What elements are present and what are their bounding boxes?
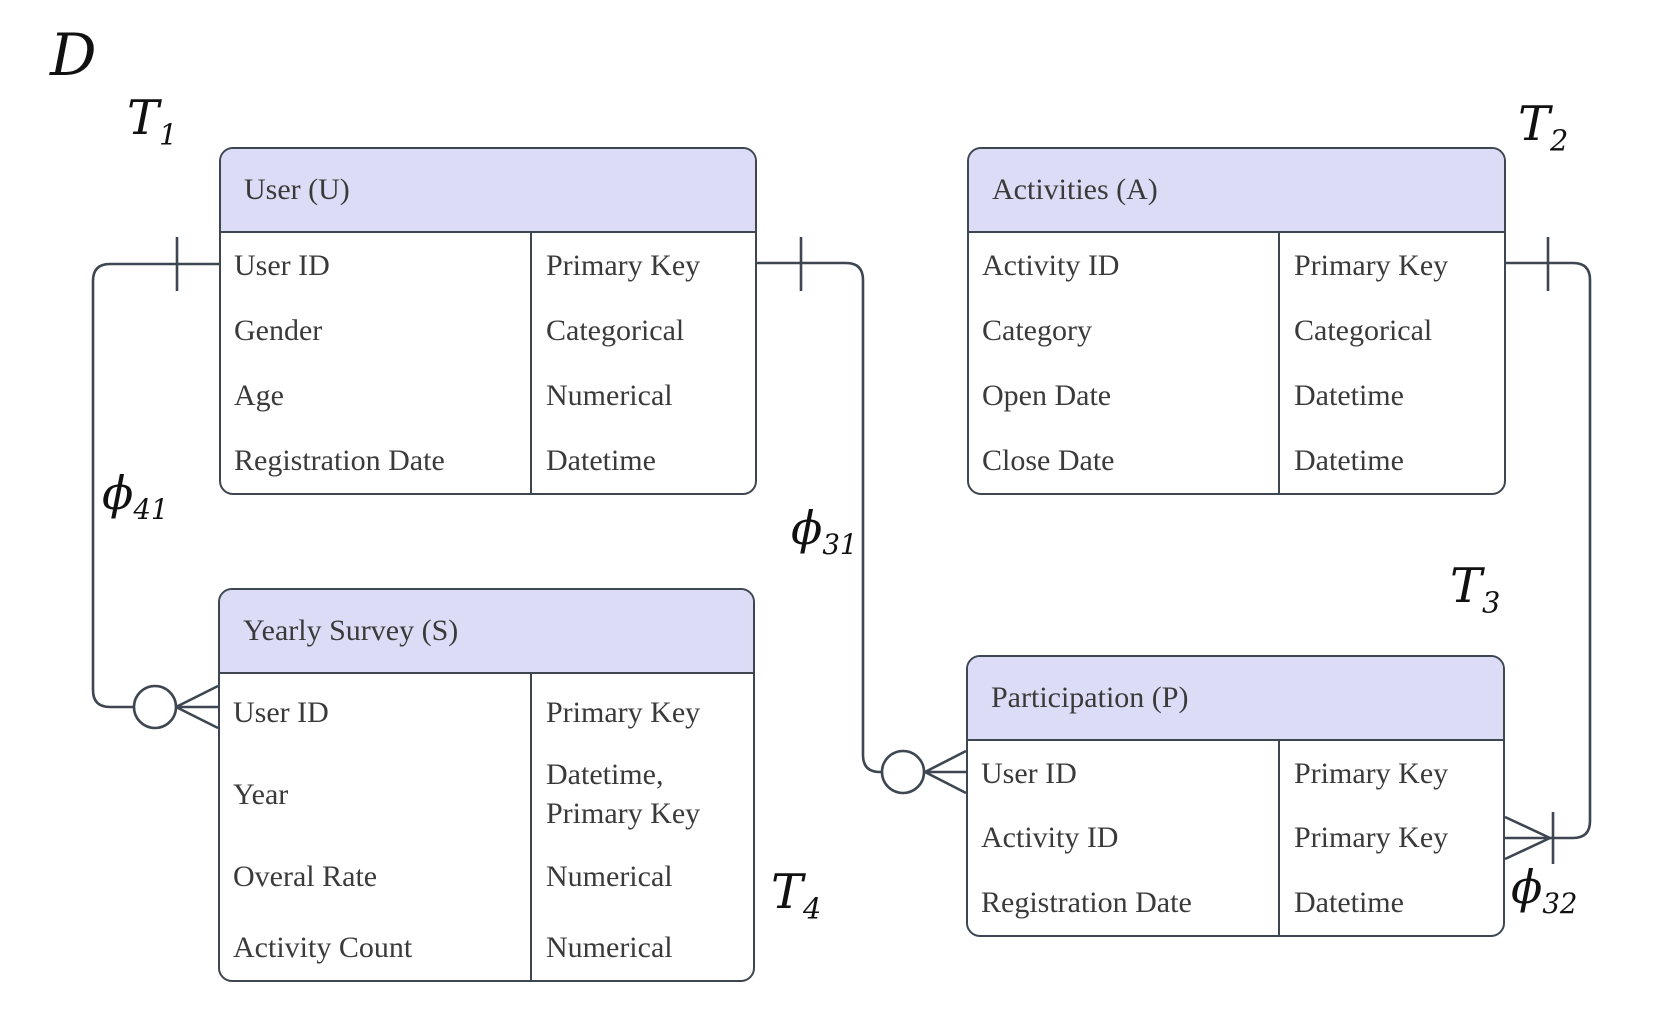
survey-field-0-type: Primary Key [546,695,701,729]
user-field-2-name: Age [234,379,284,412]
table-yearly-survey: Yearly Survey (S) User ID Primary Key Ye… [218,588,755,982]
table-user-title: User (U) [244,173,350,206]
activities-field-3-type: Datetime [1294,444,1404,477]
activities-field-1-name: Category [982,314,1092,347]
participation-field-2-type: Datetime [1294,886,1404,920]
user-field-3-name: Registration Date [234,444,445,477]
table3-math-label: T3 [1450,558,1501,620]
survey-field-3-type: Numerical [546,930,673,964]
dataset-label: D [50,21,97,89]
user-field-1-name: Gender [234,314,323,347]
table-activities-header: Activities (A) [969,149,1504,233]
table-participation-title: Participation (P) [991,681,1189,714]
column-divider [530,674,532,980]
activities-field-1-type: Categorical [1294,314,1433,347]
table-user-body: User ID Primary Key Gender Categorical A… [221,233,755,493]
user-field-0-type: Primary Key [546,249,701,282]
relation-phi31-line [757,261,882,774]
table4-math-label: T4 [771,864,822,926]
relation-phi31-label: ϕ31 [791,501,858,562]
relation-phi41-label: ϕ41 [102,466,169,527]
table-participation: Participation (P) User ID Primary Key Ac… [966,655,1505,937]
relation-phi32-line [1506,261,1592,840]
relation-phi32-label: ϕ32 [1511,860,1578,921]
column-divider [1278,233,1280,493]
table-user-header: User (U) [221,149,755,233]
survey-field-3-name: Activity Count [233,930,413,964]
survey-field-2-name: Overal Rate [233,859,378,893]
relation-phi32-crowfoot-icon [1504,815,1551,861]
survey-field-1-name: Year [233,777,289,811]
participation-field-0-name: User ID [981,756,1077,790]
relation-phi41-zero-circle [132,684,178,730]
participation-field-0-type: Primary Key [1294,756,1449,790]
participation-field-1-type: Primary Key [1294,821,1449,855]
table-user: User (U) User ID Primary Key Gender Cate… [219,147,757,495]
table-participation-header: Participation (P) [968,657,1503,741]
table-yearly-survey-body: User ID Primary Key Year Datetime, Prima… [220,674,753,980]
activities-field-0-type: Primary Key [1294,249,1449,282]
table-activities-title: Activities (A) [992,173,1158,206]
table-participation-body: User ID Primary Key Activity ID Primary … [968,741,1503,935]
relation-phi41-line [91,262,219,709]
relation-phi31-zero-circle [880,749,926,795]
activities-field-2-type: Datetime [1294,379,1404,412]
survey-field-0-name: User ID [233,695,329,729]
user-field-2-type: Numerical [546,379,673,412]
activities-field-3-name: Close Date [982,444,1115,477]
survey-field-2-type: Numerical [546,859,673,893]
table-yearly-survey-header: Yearly Survey (S) [220,590,753,674]
user-field-0-name: User ID [234,249,330,282]
table-activities-body: Activity ID Primary Key Category Categor… [969,233,1504,493]
table-yearly-survey-title: Yearly Survey (S) [243,614,459,647]
column-divider [530,233,532,493]
user-field-1-type: Categorical [546,314,685,347]
activities-field-0-name: Activity ID [982,249,1120,282]
survey-field-1-type: Datetime, Primary Key [546,758,701,830]
table-activities: Activities (A) Activity ID Primary Key C… [967,147,1506,495]
table2-math-label: T2 [1518,96,1569,158]
user-field-3-type: Datetime [546,444,656,477]
table1-math-label: T1 [127,90,178,152]
participation-field-1-name: Activity ID [981,821,1119,855]
participation-field-2-name: Registration Date [981,886,1192,920]
relation-phi31-crowfoot-icon [924,749,967,795]
relation-phi41-crowfoot-icon [175,684,219,730]
column-divider [1278,741,1280,935]
activities-field-2-name: Open Date [982,379,1112,412]
